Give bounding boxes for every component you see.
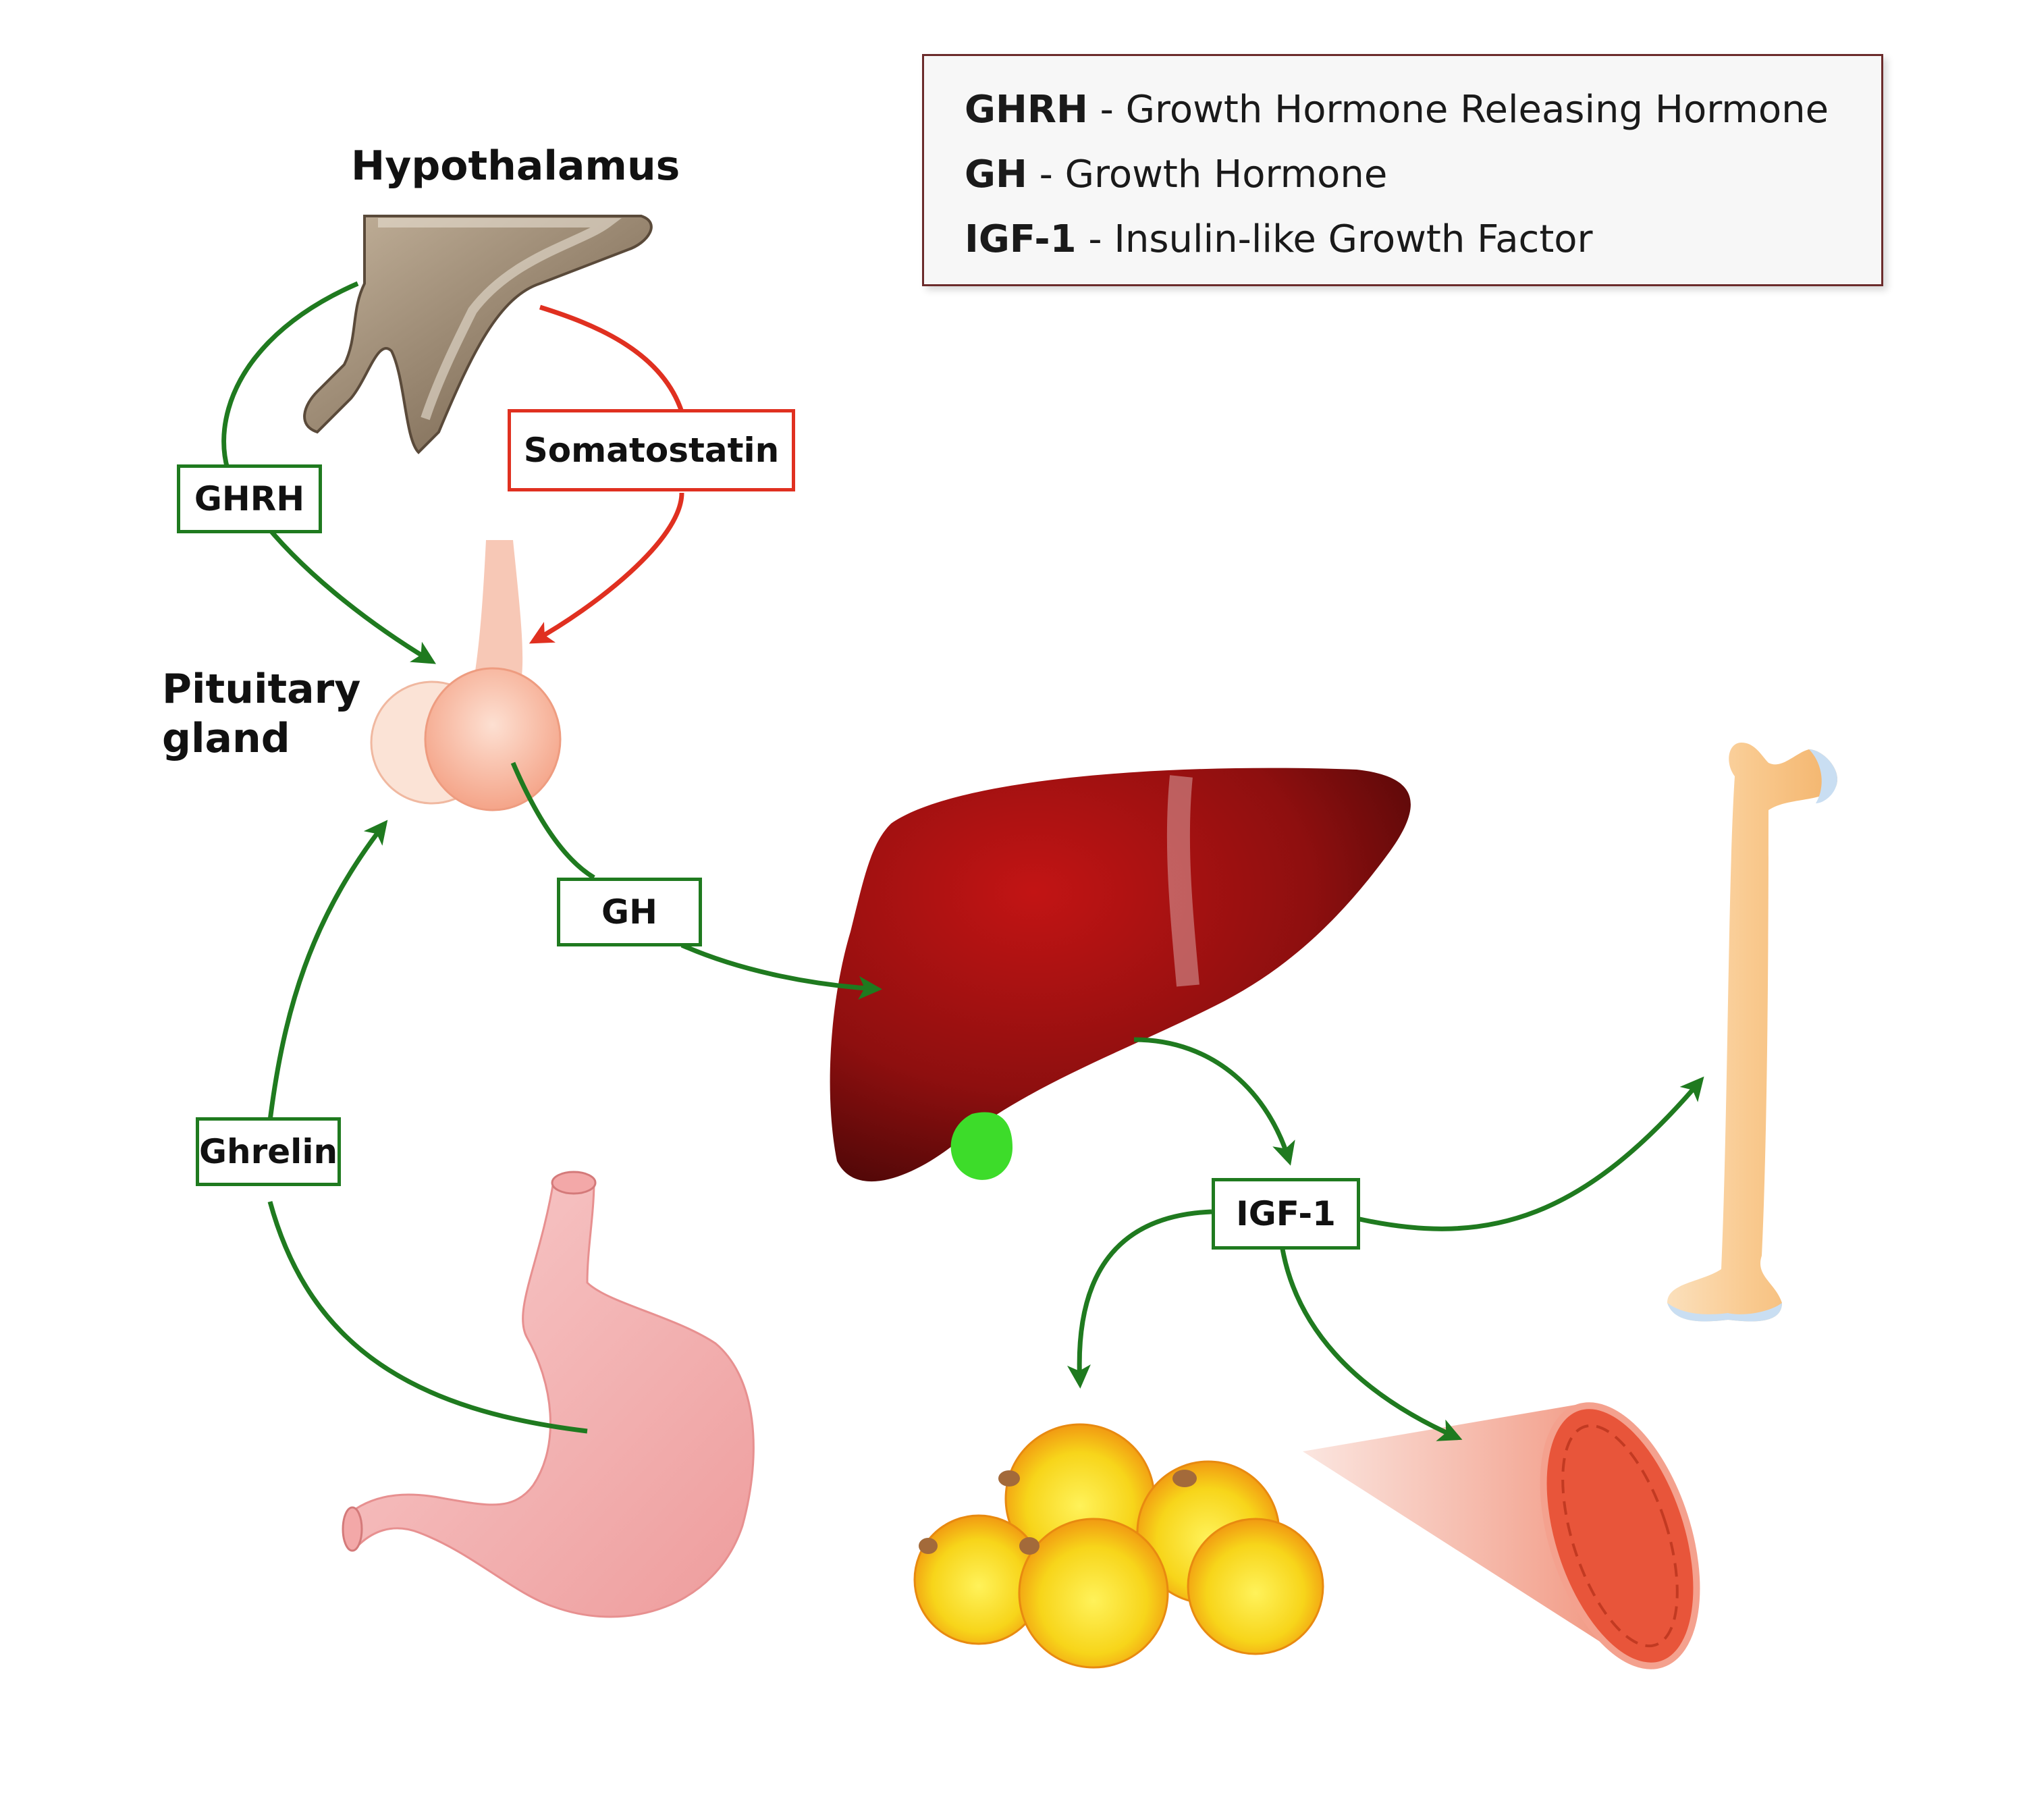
legend-desc: - Growth Hormone Releasing Hormone (1087, 88, 1829, 132)
stomach-illustration (342, 1171, 755, 1618)
pituitary-illustration (370, 540, 562, 811)
hypothalamus-title: Hypothalamus (351, 142, 680, 190)
muscle-illustration (1303, 1402, 1700, 1669)
legend-abbr: GH (965, 153, 1027, 196)
gh-arrow (510, 761, 878, 989)
bone-illustration (1667, 743, 1837, 1322)
igf1-to-bone-arrow (1356, 1076, 1704, 1231)
somatostatin-arrow (533, 304, 684, 641)
legend-row-igf1: IGF-1 - Insulin-like Growth Factor (965, 207, 1881, 272)
liver-to-igf1-arrow (1133, 1037, 1295, 1166)
fat-cells-illustration (913, 1423, 1324, 1669)
ghrelin-tag: Ghrelin (196, 1117, 341, 1186)
legend-desc: - Insulin-like Growth Factor (1076, 217, 1593, 261)
liver-illustration (830, 768, 1411, 1182)
igf1-tag: IGF-1 (1212, 1178, 1360, 1250)
pituitary-title-line2: gland (162, 715, 290, 762)
ghrh-tag: GHRH (177, 464, 322, 533)
igf1-to-fat-arrow (1066, 1209, 1212, 1389)
gh-tag: GH (557, 878, 702, 946)
pituitary-title-line1: Pituitary (162, 666, 361, 713)
legend-row-gh: GH - Growth Hormone (965, 142, 1881, 207)
legend-desc: - Growth Hormone (1027, 153, 1388, 196)
ghrelin-arrow (267, 824, 588, 1434)
legend-row-ghrh: GHRH - Growth Hormone Releasing Hormone (965, 78, 1881, 142)
somatostatin-tag: Somatostatin (508, 409, 795, 491)
legend-abbr: GHRH (965, 88, 1088, 132)
hypothalamus-illustration (303, 215, 653, 454)
legend-abbr: IGF-1 (965, 217, 1077, 261)
igf1-to-muscle-arrow (1280, 1248, 1463, 1441)
legend-box: GHRH - Growth Hormone Releasing Hormone … (922, 54, 1883, 286)
